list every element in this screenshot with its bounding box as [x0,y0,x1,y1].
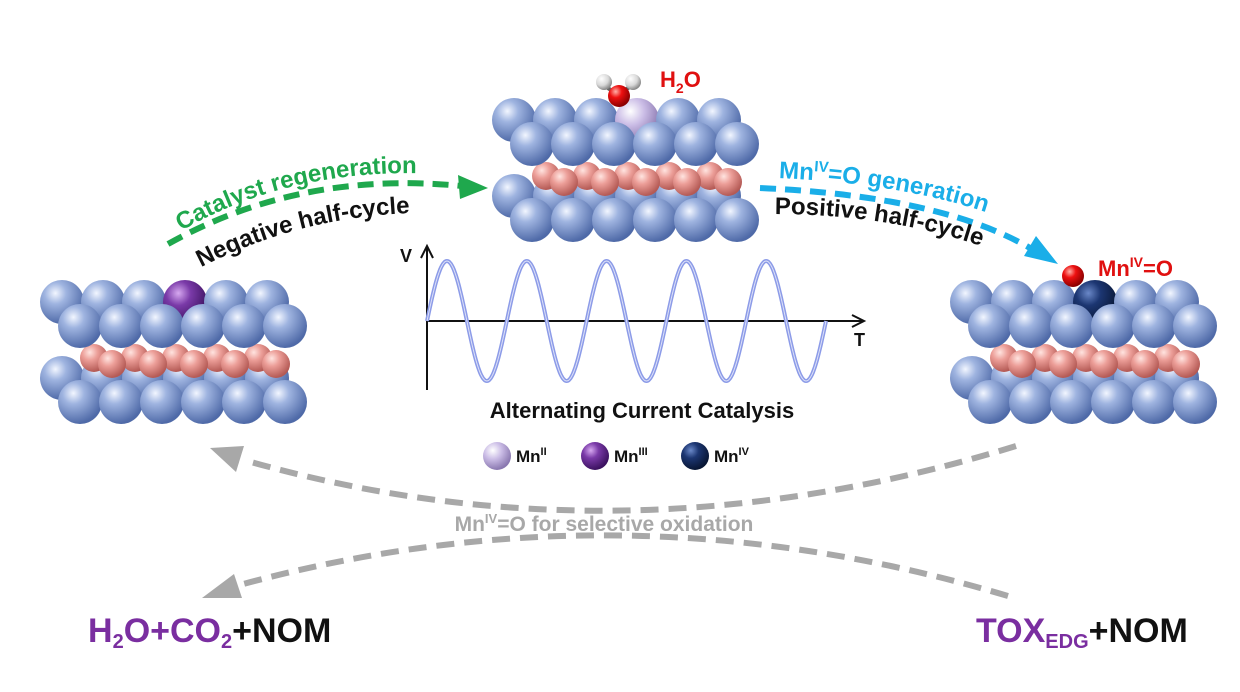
lattice-atom [263,304,307,348]
lattice-atom [263,380,307,424]
mn-oxo-label: MnIV=O [1098,254,1173,281]
interlayer-atom [714,168,742,196]
lattice-atom [968,304,1012,348]
return-arrow [243,443,1017,514]
legend-mn2-swatch [483,442,511,470]
lattice-atom [1050,304,1094,348]
lattice-atom [715,122,759,166]
hydrogen-atom [625,74,641,90]
interlayer-atom [221,350,249,378]
interlayer-atom [1131,350,1159,378]
interlayer-atom [550,168,578,196]
water-label: H2O [660,67,701,96]
lattice-atom [58,380,102,424]
lattice-atom [1173,380,1217,424]
catalyst-structure-mn3 [40,280,307,424]
lattice-atom [592,122,636,166]
generation-arrowhead [1024,236,1058,264]
products-right: TOXEDG+NOM [976,612,1188,653]
interlayer-atom [1172,350,1200,378]
ac-catalysis-caption: Alternating Current Catalysis [490,398,794,423]
interlayer-atom [1049,350,1077,378]
interlayer-atom [98,350,126,378]
lattice-atom [551,198,595,242]
lattice-atom [674,198,718,242]
legend: MnII MnIII MnIV [483,442,750,470]
lattice-atom [1132,304,1176,348]
lattice-atom [633,122,677,166]
legend-mn3-label: MnIII [614,446,648,466]
lattice-atom [140,304,184,348]
lattice-atom [181,380,225,424]
lattice-atom [1091,380,1135,424]
lattice-atom [58,304,102,348]
products-left: H2O+CO2+NOM [88,612,332,653]
t-axis-label: T [854,330,865,350]
lattice-atom [222,380,266,424]
lattice-atom [510,122,554,166]
lattice-atom [633,198,677,242]
lattice-atom [1132,380,1176,424]
oxidation-arrow [235,532,1009,599]
lattice-atom [510,198,554,242]
interlayer-atom [632,168,660,196]
interlayer-atom [139,350,167,378]
lattice-atom [222,304,266,348]
interlayer-atom [180,350,208,378]
oxo-oxygen-atom [1062,265,1084,287]
legend-mn4-label: MnIV [714,446,750,466]
legend-mn2-label: MnII [516,446,547,466]
v-axis-arrowhead [420,243,434,259]
return-arrowhead [210,446,244,472]
regeneration-arrowhead [458,175,488,199]
lattice-atom [1173,304,1217,348]
lattice-atom [140,380,184,424]
interlayer-atom [673,168,701,196]
interlayer-atom [1008,350,1036,378]
oxidation-arrowhead [202,574,242,598]
v-axis-label: V [400,246,412,266]
lattice-atom [968,380,1012,424]
lattice-atom [715,198,759,242]
lattice-atom [1009,380,1053,424]
lattice-atom [674,122,718,166]
interlayer-atom [1090,350,1118,378]
interlayer-atom [591,168,619,196]
lattice-atom [181,304,225,348]
lattice-atom [99,380,143,424]
oxygen-atom [608,85,630,107]
legend-mn4-swatch [681,442,709,470]
legend-mn3-swatch [581,442,609,470]
water-molecule [596,74,641,107]
lattice-atom [99,304,143,348]
lattice-atom [1009,304,1053,348]
generation-arrow [759,185,1032,251]
ac-waveform-plot: V T [400,243,867,390]
lattice-atom [1050,380,1094,424]
catalyst-structure-mn2 [492,98,759,242]
lattice-atom [551,122,595,166]
lattice-atom [592,198,636,242]
interlayer-atom [262,350,290,378]
catalyst-structure-mn4 [950,280,1217,424]
regeneration-arrow [166,180,463,247]
t-axis-arrowhead [851,314,867,328]
hydrogen-atom [596,74,612,90]
selective-oxidation-label: MnIV=O for selective oxidation [455,511,754,536]
lattice-atom [1091,304,1135,348]
